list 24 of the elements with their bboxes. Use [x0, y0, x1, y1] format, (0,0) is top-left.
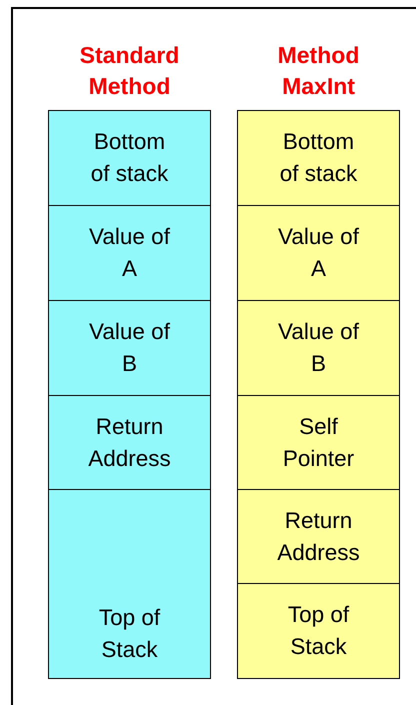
cell-label: Value of A [277, 223, 360, 283]
cell-label: Value of A [88, 223, 171, 283]
column-heading: Method MaxInt [276, 41, 360, 101]
stack-cell [237, 110, 400, 206]
cell-label: Return Address [276, 506, 361, 566]
stack-cell [237, 583, 400, 679]
cell-label: Value of B [88, 318, 171, 378]
stack-cell [48, 489, 211, 679]
stack-cell [237, 205, 400, 301]
cell-label: Bottom of stack [278, 128, 358, 188]
cell-label: Top of Stack [286, 601, 350, 661]
cell-label: Bottom of stack [90, 128, 170, 188]
cell-label: Return Address [87, 413, 172, 473]
stack-cell [237, 395, 400, 491]
stack-cell [237, 300, 400, 396]
stack-cell [48, 300, 211, 396]
cell-label: Top of Stack [98, 604, 162, 664]
stack-cell [237, 489, 400, 584]
cell-label: Value of B [277, 318, 360, 378]
stack-cell [48, 110, 211, 206]
column-heading: Standard Method [78, 41, 180, 101]
stack-cell [48, 395, 211, 491]
cell-label: Self Pointer [282, 413, 356, 473]
stack-cell [48, 205, 211, 301]
